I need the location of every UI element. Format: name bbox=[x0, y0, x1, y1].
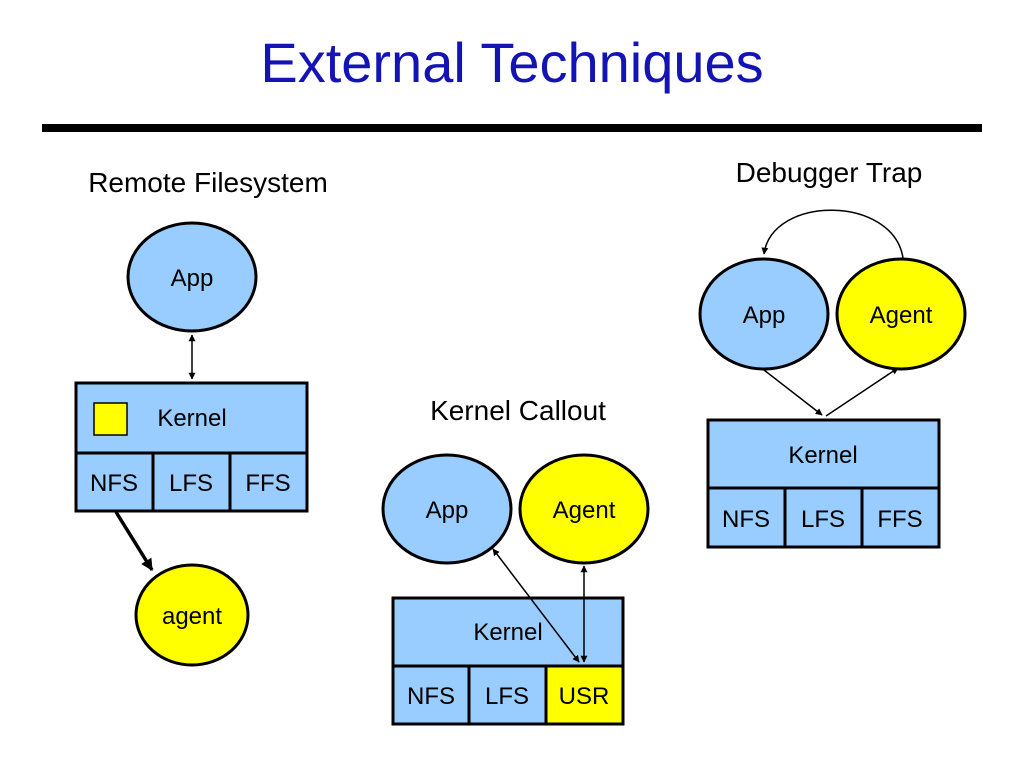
rf-fs-cell-3 bbox=[228, 451, 309, 513]
dt-agent-label: Agent bbox=[870, 302, 933, 329]
title-divider bbox=[42, 124, 982, 132]
rf-agent-label: agent bbox=[162, 603, 222, 630]
rf-kernel-module-square bbox=[93, 402, 128, 436]
dt-agent-node bbox=[835, 257, 967, 371]
dt-fs-label-2: LFS bbox=[801, 506, 845, 533]
dt-fs-label-3: FFS bbox=[877, 506, 922, 533]
rf-fs-label-3: FFS bbox=[245, 470, 290, 497]
remote-filesystem-heading: Remote Filesystem bbox=[88, 167, 328, 198]
kc-fs-label-1: NFS bbox=[407, 683, 455, 710]
kc-kernel-label: Kernel bbox=[473, 619, 542, 646]
debugger-trap-heading: Debugger Trap bbox=[736, 157, 923, 188]
rf-fs-label-1: NFS bbox=[90, 470, 138, 497]
rf-agent-node bbox=[134, 563, 250, 667]
rf-fs-cell-2 bbox=[151, 451, 232, 513]
slide-title: External Techniques bbox=[260, 31, 764, 94]
rf-kernel-agent-arrow bbox=[114, 511, 154, 572]
kc-fs-label-3: USR bbox=[559, 683, 610, 710]
rf-kernel-label: Kernel bbox=[157, 405, 226, 432]
kc-agent-label: Agent bbox=[553, 497, 616, 524]
kc-fs-cell-3 bbox=[544, 664, 625, 726]
rf-fs-label-2: LFS bbox=[169, 470, 213, 497]
kernel-callout-group: Kernel Callout App Agent Kernel NFS LFS … bbox=[381, 395, 650, 726]
dt-app-label: App bbox=[743, 302, 786, 329]
kernel-callout-heading: Kernel Callout bbox=[430, 395, 606, 426]
kc-app-usr-arrow bbox=[492, 548, 580, 663]
dt-fs-label-1: NFS bbox=[722, 506, 770, 533]
dt-fs-cell-3 bbox=[860, 486, 941, 549]
debugger-trap-group: Debugger Trap App Agent Kernel NFS LFS F… bbox=[698, 157, 967, 549]
kc-app-label: App bbox=[426, 497, 469, 524]
remote-filesystem-group: Remote Filesystem App Kernel NFS LFS FFS… bbox=[74, 167, 328, 667]
kc-app-node bbox=[381, 453, 513, 565]
dt-fs-cell-1 bbox=[706, 486, 787, 549]
dt-app-node bbox=[698, 257, 830, 371]
kc-fs-label-2: LFS bbox=[485, 683, 529, 710]
dt-kernel-label: Kernel bbox=[788, 442, 857, 469]
kc-agent-node bbox=[518, 453, 650, 565]
rf-app-label: App bbox=[171, 265, 214, 292]
dt-kernel-agent-arrow bbox=[825, 367, 899, 417]
kc-fs-cell-1 bbox=[391, 664, 471, 726]
rf-app-node bbox=[126, 221, 258, 333]
rf-fs-cell-1 bbox=[74, 451, 155, 513]
dt-trap-arc-arrow bbox=[761, 209, 904, 259]
dt-app-kernel-arrow bbox=[763, 369, 823, 416]
